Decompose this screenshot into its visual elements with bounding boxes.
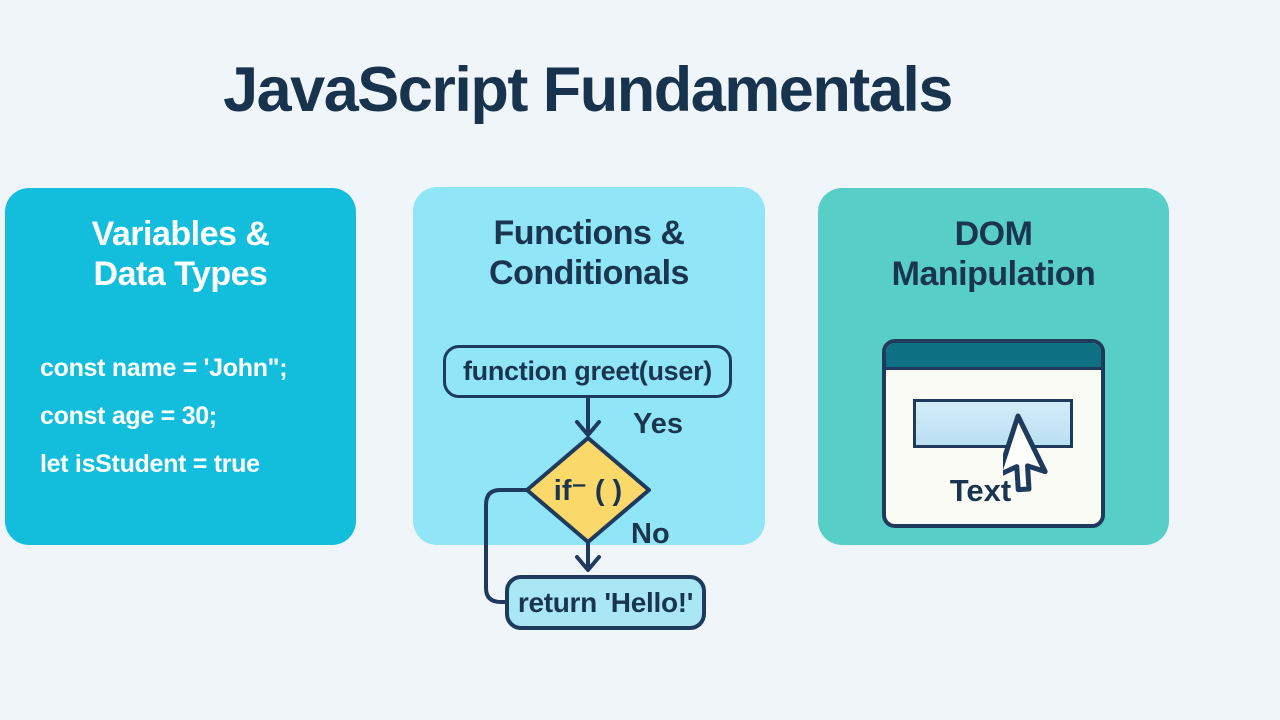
card-functions-title-line1: Functions & bbox=[493, 214, 685, 252]
browser-window-text: Text bbox=[949, 473, 1012, 508]
code-line-let-isstudent: let isStudent = true bbox=[40, 450, 260, 478]
cursor-arrow-icon bbox=[1003, 413, 1048, 493]
card-variables-data-types: Variables & Data Types const name = 'Joh… bbox=[5, 188, 356, 545]
flowchart-no-label: No bbox=[631, 518, 670, 550]
code-line-const-name: const name = 'John"; bbox=[40, 354, 288, 382]
browser-input-box bbox=[913, 399, 1073, 448]
flowchart-return-node: return 'Hello!' bbox=[505, 575, 706, 630]
card-dom-title: DOM Manipulation bbox=[818, 188, 1169, 294]
page-title: JavaScript Fundamentals bbox=[223, 55, 953, 125]
flowchart-condition-label: if⁻ ( ) bbox=[553, 475, 623, 507]
cursor-arrow-shape bbox=[1003, 413, 1048, 493]
flowchart-start-node: function greet(user) bbox=[443, 345, 732, 398]
code-line-const-age: const age = 30; bbox=[40, 402, 217, 430]
arrowhead-1-icon bbox=[575, 420, 601, 437]
loop-connector-line bbox=[484, 488, 529, 604]
card-variables-title-line1: Variables & bbox=[91, 215, 270, 253]
card-dom-title-line1: DOM bbox=[954, 215, 1033, 253]
card-functions-title-line2: Conditionals bbox=[489, 254, 689, 292]
arrowhead-2-icon bbox=[575, 555, 601, 572]
card-dom-title-line2: Manipulation bbox=[891, 255, 1096, 293]
card-variables-title: Variables & Data Types bbox=[5, 188, 356, 294]
flowchart-yes-label: Yes bbox=[633, 408, 683, 440]
browser-titlebar bbox=[886, 343, 1101, 370]
card-dom-manipulation: DOM Manipulation Text bbox=[818, 188, 1169, 545]
flowchart-graphics bbox=[484, 396, 651, 604]
browser-window-illustration: Text bbox=[882, 339, 1105, 528]
code-snippet: const name = 'John"; const age = 30; let… bbox=[40, 344, 340, 488]
card-functions-title: Functions & Conditionals bbox=[413, 187, 765, 293]
card-variables-title-line2: Data Types bbox=[93, 255, 268, 293]
